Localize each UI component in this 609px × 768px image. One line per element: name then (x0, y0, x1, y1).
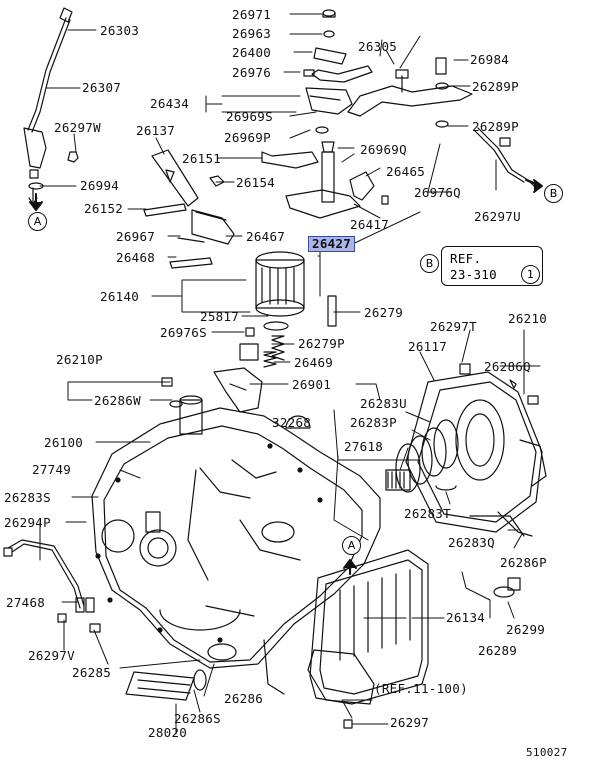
part-label[interactable]: 26286S (174, 711, 221, 726)
part-label[interactable]: 27749 (32, 462, 72, 477)
part-label[interactable]: 26307 (82, 80, 122, 95)
bracket-pins-drawing (143, 149, 235, 269)
part-label[interactable]: 26969Q (360, 142, 407, 157)
part-label[interactable]: 26469 (294, 355, 334, 370)
dipstick-drawing (23, 7, 79, 205)
part-label[interactable]: 27618 (344, 439, 384, 454)
ref-circle-number: 1 (521, 265, 540, 284)
part-label[interactable]: 26283T (404, 506, 451, 521)
part-label[interactable]: 28020 (148, 725, 188, 740)
part-label[interactable]: 26297U (474, 209, 521, 224)
shift-switch-drawing (209, 9, 389, 219)
part-label[interactable]: 26289 (478, 643, 518, 658)
part-label[interactable]: 26901 (292, 377, 332, 392)
oil-filter-drawing (239, 251, 337, 368)
part-label[interactable]: 26286Q (484, 359, 531, 374)
part-label[interactable]: 26283Q (448, 535, 495, 550)
part-label[interactable]: 26154 (236, 175, 276, 190)
part-label[interactable]: 26434 (150, 96, 190, 111)
part-label[interactable]: 26969S (226, 109, 273, 124)
highlighted-part-label[interactable]: 26427 (308, 236, 356, 252)
part-label[interactable]: 26210P (56, 352, 103, 367)
part-label[interactable]: 26994 (80, 178, 120, 193)
clutch-pack-drawing (385, 363, 547, 537)
leader-lines (39, 13, 541, 735)
part-label[interactable]: 26305 (358, 39, 398, 54)
part-label[interactable]: 32268 (272, 415, 312, 430)
part-label[interactable]: 26285 (72, 665, 112, 680)
part-label[interactable]: 26969P (224, 130, 271, 145)
part-label[interactable]: 26467 (246, 229, 286, 244)
part-label[interactable]: 26303 (100, 23, 140, 38)
part-label[interactable]: 26294P (4, 515, 51, 530)
part-label[interactable]: 26289P (472, 119, 519, 134)
oil-pan-drawing (307, 549, 521, 729)
part-label[interactable]: 26465 (386, 164, 426, 179)
part-label[interactable]: 26984 (470, 52, 510, 67)
connector-a-top[interactable]: A (28, 212, 47, 231)
part-label[interactable]: 26283S (4, 490, 51, 505)
part-label[interactable]: 26967 (116, 229, 156, 244)
part-label[interactable]: 26117 (408, 339, 448, 354)
part-label[interactable]: 26151 (182, 151, 222, 166)
part-label[interactable]: 26299 (506, 622, 546, 637)
cooler-tube-drawing (3, 539, 95, 613)
ref-note[interactable]: (REF.11-100) (374, 681, 468, 696)
reference-box[interactable]: REF. 23-310 1 (441, 246, 543, 286)
part-label[interactable]: 26468 (116, 250, 156, 265)
part-label[interactable]: 26279P (298, 336, 345, 351)
part-label[interactable]: 26286W (94, 393, 141, 408)
strainer-drawing (57, 613, 237, 701)
transmission-case-drawing (91, 395, 381, 695)
part-label[interactable]: 26297 (390, 715, 430, 730)
part-label[interactable]: 26283P (350, 415, 397, 430)
part-label[interactable]: 26100 (44, 435, 84, 450)
part-label[interactable]: 26400 (232, 45, 272, 60)
ref-title: REF. (450, 251, 482, 266)
part-label[interactable]: 26971 (232, 7, 272, 22)
part-label[interactable]: 26210 (508, 311, 548, 326)
part-label[interactable]: 26279 (364, 305, 404, 320)
part-label[interactable]: 27468 (6, 595, 46, 610)
part-label[interactable]: 26140 (100, 289, 140, 304)
part-label[interactable]: 26297V (28, 648, 75, 663)
part-label[interactable]: 25817 (200, 309, 240, 324)
part-label[interactable]: 26289P (472, 79, 519, 94)
part-label[interactable]: 26976 (232, 65, 272, 80)
part-label[interactable]: 26417 (350, 217, 390, 232)
connector-b-right[interactable]: B (544, 184, 563, 203)
part-label[interactable]: 26286 (224, 691, 264, 706)
connector-arrows (29, 179, 543, 575)
part-label[interactable]: 26297W (54, 120, 101, 135)
part-label[interactable]: 26134 (446, 610, 486, 625)
ref-marker-b[interactable]: B (420, 254, 439, 273)
part-label[interactable]: 26286P (500, 555, 547, 570)
part-label[interactable]: 26283U (360, 396, 407, 411)
part-label[interactable]: 26963 (232, 26, 272, 41)
part-label[interactable]: 26297T (430, 319, 477, 334)
bracket-26901-drawing (161, 367, 311, 429)
part-label[interactable]: 26152 (84, 201, 124, 216)
figure-number: 510027 (526, 746, 568, 759)
ref-number: 23-310 (450, 267, 497, 282)
part-label[interactable]: 26976Q (414, 185, 461, 200)
part-label[interactable]: 26976S (160, 325, 207, 340)
connector-a-mid[interactable]: A (342, 536, 361, 555)
part-label[interactable]: 26137 (136, 123, 176, 138)
rod-bracket-drawing (347, 57, 539, 189)
